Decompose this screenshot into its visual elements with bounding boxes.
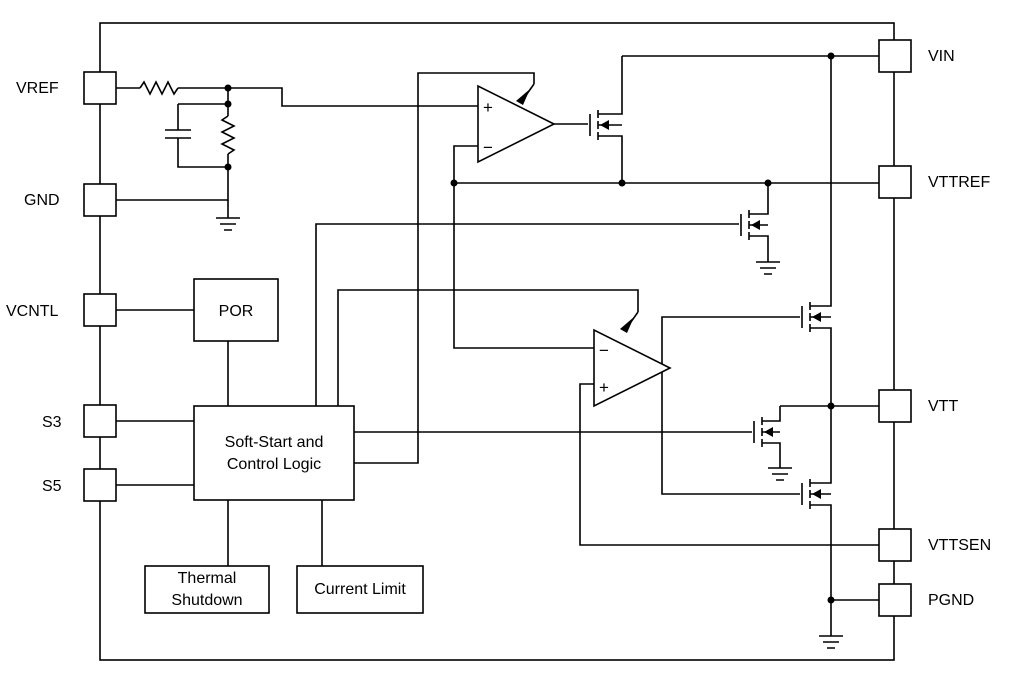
pin-pgnd xyxy=(878,583,912,617)
pin-label-s5: S5 xyxy=(42,478,62,495)
pin-vin xyxy=(878,39,912,73)
pin-label-s3: S3 xyxy=(42,414,62,431)
pin-vcntl xyxy=(83,293,117,327)
pin-label-gnd: GND xyxy=(24,192,60,209)
pin-vttref xyxy=(878,165,912,199)
mosfet-vtt-high xyxy=(801,56,832,406)
opamp1-plus-sign: + xyxy=(483,98,493,117)
thermal-shutdown-block xyxy=(144,565,270,614)
soft-start-label-line1: Soft-Start and xyxy=(225,434,324,451)
pin-label-vtt: VTT xyxy=(928,398,958,415)
opamp2-minus-sign: − xyxy=(599,341,609,360)
pin-label-vref: VREF xyxy=(16,80,59,97)
capacitor xyxy=(165,129,191,139)
pin-gnd xyxy=(83,183,117,217)
por-label: POR xyxy=(219,303,254,320)
pin-label-vin: VIN xyxy=(928,48,955,65)
pin-label-pgnd: PGND xyxy=(928,592,974,609)
resistor-shunt xyxy=(220,115,236,155)
ground-icon xyxy=(768,467,792,481)
thermal-label-line1: Thermal xyxy=(178,570,237,587)
pin-label-vttref: VTTREF xyxy=(928,174,990,191)
current-limit-label: Current Limit xyxy=(314,581,406,598)
ground-icon xyxy=(756,261,780,275)
opamp-vttref: + − xyxy=(477,84,556,164)
mosfet-vtt-discharge xyxy=(354,406,781,468)
por-block xyxy=(193,278,279,342)
mosfet-vttref-discharge xyxy=(315,183,769,463)
pin-s3 xyxy=(83,404,117,438)
opamp1-minus-sign: − xyxy=(483,138,493,157)
opamp-vtt: − + xyxy=(593,328,672,408)
resistor-series xyxy=(139,80,179,96)
thermal-label-line2: Shutdown xyxy=(171,592,242,609)
mosfet-vttref xyxy=(589,56,623,183)
pin-s5 xyxy=(83,468,117,502)
vref-network xyxy=(116,80,478,218)
chip-outline xyxy=(99,22,895,661)
mosfet-vtt-low xyxy=(801,406,832,636)
pin-vtt xyxy=(878,389,912,423)
pin-vttsen xyxy=(878,528,912,562)
arrow-icon xyxy=(516,89,530,105)
ground-icon xyxy=(216,217,240,231)
soft-start-control-logic-block xyxy=(193,405,355,501)
soft-start-label-line2: Control Logic xyxy=(227,456,321,473)
pin-vref xyxy=(83,71,117,105)
pin-label-vcntl: VCNTL xyxy=(6,303,59,320)
opamp2-plus-sign: + xyxy=(599,378,609,397)
ground-icon xyxy=(819,635,843,649)
current-limit-block xyxy=(296,565,424,614)
pin-label-vttsen: VTTSEN xyxy=(928,537,991,554)
